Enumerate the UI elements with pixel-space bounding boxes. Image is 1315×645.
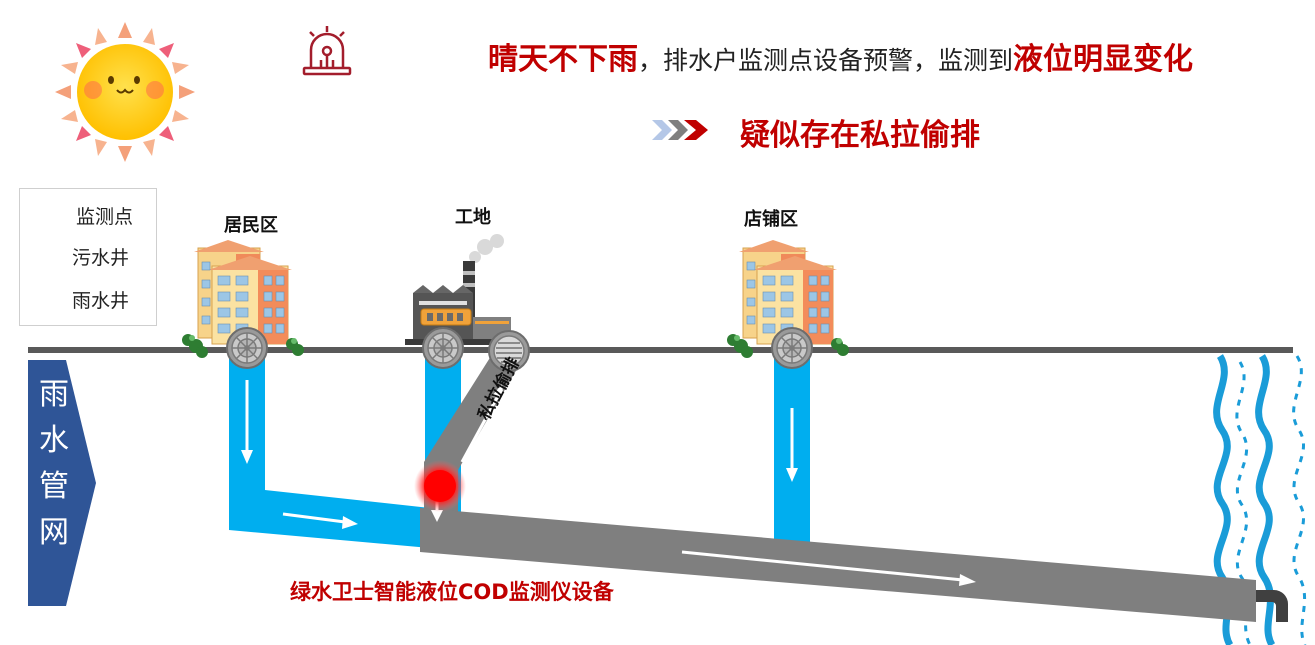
manhole-icon [422, 327, 464, 369]
sun-icon [55, 22, 195, 162]
device-label: 绿水卫士智能液位COD监测仪设备 [290, 580, 614, 604]
chevron-arrows-icon [652, 120, 708, 140]
headline-weather: 晴天不下雨 [488, 42, 638, 77]
area-label-residential: 居民区 [224, 215, 278, 236]
pipe-banner-shape [28, 360, 96, 606]
area-label-construction: 工地 [455, 207, 491, 228]
legend-label: 污水井 [72, 246, 130, 269]
headline-middle: ，排水户监测点设备预警，监测到 [638, 46, 1014, 75]
headline-change: 液位明显变化 [1013, 42, 1194, 77]
monitoring-point-alert [414, 460, 466, 512]
legend-label: 监测点 [76, 205, 134, 228]
manhole-icon [226, 327, 268, 369]
banner-char: 水 [39, 423, 69, 458]
banner-char: 雨 [39, 377, 69, 412]
legend-monitor-point: 监测点 [76, 197, 133, 233]
banner-char: 管 [39, 469, 69, 504]
pipe-banner-label: 雨 水 管 网 [28, 372, 80, 556]
banner-char: 网 [39, 515, 69, 550]
alarm-light-icon [302, 26, 352, 76]
ground-line [28, 347, 1293, 353]
legend-rain-well: 雨水井 [72, 281, 129, 317]
outfall-pipe-icon [1256, 590, 1288, 622]
suspicion-text: 疑似存在私拉偷排 [740, 118, 980, 153]
manhole-icon [771, 327, 813, 369]
legend: 监测点 污水井 雨水井 [19, 188, 157, 326]
factory-icon [405, 234, 513, 345]
legend-sewage-well: 污水井 [72, 238, 129, 274]
headline: 晴天不下雨，排水户监测点设备预警，监测到液位明显变化 [488, 34, 1288, 78]
main-discharge-pipe [420, 508, 1256, 622]
area-label-shops: 店铺区 [744, 209, 798, 230]
legend-label: 雨水井 [72, 289, 130, 312]
